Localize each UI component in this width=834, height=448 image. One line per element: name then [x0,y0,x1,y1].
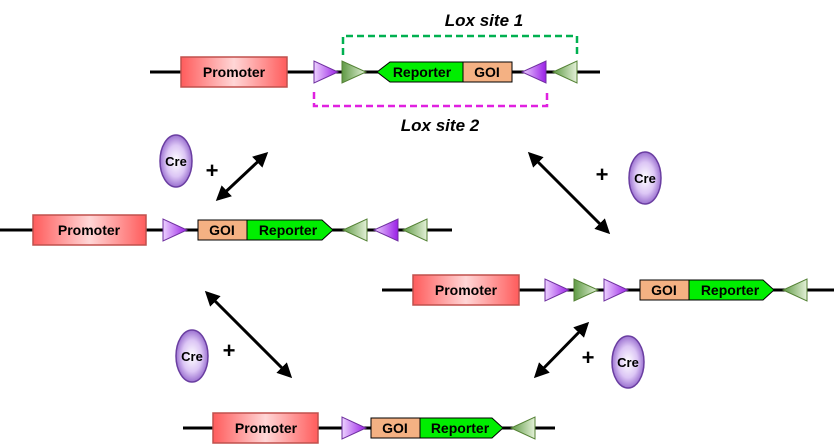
goi-label: GOI [651,282,677,298]
lox1-site-reverse [781,278,808,302]
reporter-block: Reporter [419,417,504,439]
lox2-site-reverse [372,218,399,242]
reporter-label: Reporter [701,282,760,298]
goi-block: GOI [462,61,513,83]
lox1-site-forward [341,60,368,84]
cre-recombinase: Cre [628,151,662,205]
plus-sign: + [582,345,595,370]
cre-label: Cre [165,154,187,169]
lox2-site-forward [313,60,340,84]
reaction-arrow-bottom-left [204,290,293,379]
goi-label: GOI [209,222,235,238]
reporter-label: Reporter [393,64,452,80]
lox2-site-forward [544,278,571,302]
lox2-site-forward [162,218,189,242]
lox-site-1-bracket [341,34,579,55]
promoter-label: Promoter [58,222,121,238]
cre-recombinase: Cre [159,134,193,188]
promoter-label: Promoter [235,420,298,436]
cre-label: Cre [634,171,656,186]
goi-block: GOI [197,219,248,241]
promoter-label: Promoter [435,282,498,298]
goi-block: GOI [639,279,690,301]
reporter-block: Reporter [246,219,334,241]
plus-sign: + [596,162,609,187]
lox-site-2-bracket [312,92,549,108]
reaction-arrow-bottom-right [533,321,590,379]
lox1-site-forward [573,278,600,302]
reporter-label: Reporter [431,420,490,436]
reaction-arrow-top-right [527,151,611,235]
promoter-block: Promoter [412,274,520,306]
cre-recombinase: Cre [611,335,645,389]
promoter-block: Promoter [212,412,319,444]
cre-label: Cre [181,349,203,364]
lox2-site-forward [341,416,368,440]
construct-top: Promoter Reporter GOI Lox site 1 Lox sit… [150,11,600,135]
reporter-block: Reporter [688,279,775,301]
reporter-label: Reporter [259,222,318,238]
construct-right: Promoter GOI Reporter [382,274,834,306]
construct-left: Promoter GOI Reporter [0,214,452,246]
plus-sign: + [223,338,236,363]
cre-recombinase: Cre [175,329,209,383]
promoter-label: Promoter [203,64,266,80]
lox-site-1-label: Lox site 1 [445,11,523,30]
plus-sign: + [206,158,219,183]
goi-block: GOI [370,417,421,439]
lox-site-2-label: Lox site 2 [401,116,480,135]
reporter-block-inverted: Reporter [376,61,464,83]
reaction-arrow-top-left [215,151,269,202]
promoter-block: Promoter [32,214,147,246]
lox2-site-forward [603,278,630,302]
goi-label: GOI [382,420,408,436]
construct-bottom: Promoter GOI Reporter [183,412,555,444]
lox1-site-reverse [551,60,578,84]
lox2-site-reverse [520,60,547,84]
lox1-site-reverse [401,218,428,242]
goi-label: GOI [474,64,500,80]
lox1-site-reverse [509,416,536,440]
lox1-site-reverse [341,218,368,242]
promoter-block: Promoter [180,56,288,88]
cre-label: Cre [617,355,639,370]
